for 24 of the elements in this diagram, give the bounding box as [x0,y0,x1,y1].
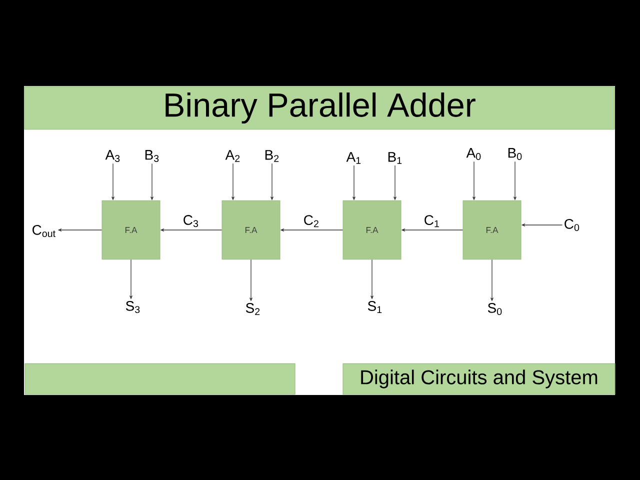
signal-label: A$_{1}$ [346,152,361,164]
signal-label: C$_{out}$ [32,224,56,238]
footer-band [24,363,296,395]
signal-label: A$_{3}$ [105,150,120,162]
signal-label: S$_{2}$ [246,303,260,315]
adder-box: F.A [342,200,402,260]
signal-label: B$_{3}$ [145,150,159,162]
signal-label: S$_{1}$ [368,301,382,313]
title-band: Binary Parallel Adder [24,86,615,130]
edge-label: C$_{1}$ [424,215,439,228]
footer-band: Digital Circuits and System [342,363,616,395]
signal-label: S$_{0}$ [488,302,502,316]
edge-label: C$_{2}$ [304,215,318,228]
signal-label: B$_{2}$ [265,150,279,162]
signal-label: B$_{0}$ [508,148,522,160]
adder-box: F.A [102,200,160,260]
adder-box: F.A [222,200,280,260]
signal-label: C$_{0}$ [564,218,580,232]
signal-label: S$_{3}$ [126,300,140,314]
signal-label: A$_{2}$ [225,150,240,162]
signal-label: B$_{1}$ [388,152,402,164]
adder-box: F.A [462,200,522,260]
signal-label: A$_{0}$ [466,148,481,160]
edge-label: C$_{3}$ [184,215,198,228]
